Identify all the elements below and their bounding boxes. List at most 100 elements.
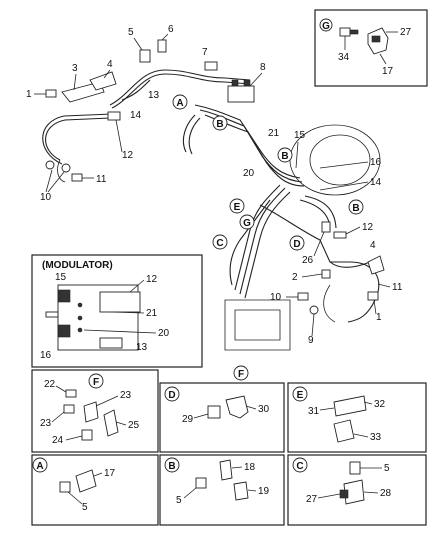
mod-callout-21: 21 — [146, 308, 158, 319]
bolt-22 — [65, 389, 77, 398]
union-5-a — [59, 481, 71, 493]
callout-24: 24 — [52, 435, 64, 446]
leader-31 — [319, 407, 335, 411]
pipe-right-3 — [259, 204, 371, 268]
callout-4: 4 — [107, 59, 113, 70]
callout-14b: 14 — [370, 177, 382, 188]
mod-leader-21 — [109, 311, 145, 314]
callout-17: 17 — [382, 66, 394, 77]
leader-23a — [95, 395, 119, 407]
leader-9a — [45, 169, 53, 193]
clip-33 — [333, 419, 355, 443]
leader-16 — [319, 161, 369, 169]
bracket-3 — [61, 81, 105, 103]
inset-d: D 29 30 — [159, 382, 285, 453]
callout-1: 1 — [26, 89, 32, 100]
callout-30: 30 — [258, 404, 270, 415]
marker-g-text: G — [243, 218, 251, 229]
bolt-34 — [339, 27, 351, 37]
marker-g — [239, 214, 255, 230]
leader-17-a — [93, 472, 103, 477]
bolt-7 — [204, 61, 218, 71]
callout-13: 14 — [130, 110, 142, 121]
leader-28 — [363, 491, 379, 494]
modulator-inset: (MODULATOR) 15 12 21 20 13 16 — [31, 254, 203, 368]
union-5 — [139, 49, 151, 63]
pipe-down-2 — [239, 187, 286, 295]
callout-28: 28 — [380, 488, 392, 499]
leader-12 — [345, 226, 361, 235]
clip-23 — [83, 401, 99, 423]
callout-2: 2 — [292, 272, 298, 283]
leader-4 — [103, 69, 111, 79]
clip-27 — [371, 35, 381, 43]
booster-inner — [309, 134, 371, 186]
main-callouts: 1 3 4 5 6 7 8 10 11 12 14 13 21 20 15 — [26, 24, 403, 346]
marker-b3 — [348, 199, 364, 215]
right-caliper — [323, 284, 336, 323]
callout-21: 21 — [268, 128, 280, 139]
junction-port-b — [243, 79, 251, 87]
left-brake-hose — [45, 117, 111, 161]
fitting-13 — [99, 337, 123, 349]
leader-1b — [373, 299, 377, 315]
inset-e-frame — [287, 382, 427, 453]
callout-5-a: 5 — [82, 502, 88, 513]
inset-f-letter: F — [93, 377, 99, 388]
engine-block-outline — [224, 299, 291, 351]
callout-3: 3 — [72, 63, 78, 74]
inset-a-frame — [31, 454, 159, 526]
left-brake-hose-2 — [42, 113, 113, 165]
inset-d-letter: D — [168, 390, 175, 401]
port-top — [57, 289, 71, 303]
callout-10: 11 — [96, 174, 107, 185]
leader-17 — [379, 53, 387, 65]
bracket-30 — [225, 395, 249, 419]
callout-4b: 4 — [370, 240, 376, 251]
callout-23a: 23 — [120, 390, 132, 401]
mod-callout-15: 15 — [55, 272, 67, 283]
leader-24 — [65, 435, 83, 441]
mod-callout-12: 12 — [146, 274, 158, 285]
callout-6: 6 — [168, 24, 174, 35]
inset-a-letter-circle — [32, 457, 48, 473]
inset-g-frame — [314, 9, 428, 87]
callout-31: 31 — [308, 406, 320, 417]
leader-30 — [245, 405, 257, 410]
bracket-17-a — [75, 469, 97, 493]
clip-24 — [81, 429, 93, 441]
leader-5-a — [67, 491, 83, 505]
callout-8: 8 — [260, 62, 266, 73]
marker-d — [289, 235, 305, 251]
leader-9b — [47, 171, 65, 193]
callout-10b: 10 — [270, 292, 282, 303]
hose-fitting-11 — [107, 111, 121, 121]
bolt-23 — [63, 404, 75, 414]
nut-9-right — [309, 305, 319, 315]
callout-9b: 9 — [308, 335, 314, 346]
inset-c-letter: C — [296, 461, 303, 472]
nut-9b — [61, 163, 71, 173]
bolt-34-thread — [349, 29, 359, 35]
pipe-down-1 — [234, 184, 281, 291]
leader-5-b — [183, 487, 197, 499]
bolt-10 — [71, 173, 83, 182]
side-fitting — [45, 311, 59, 318]
callout-5-c: 5 — [384, 463, 390, 474]
mod-callout-16: 16 — [40, 350, 52, 361]
inset-f-frame — [31, 369, 159, 453]
nut-9a — [45, 160, 55, 170]
inset-b-frame — [159, 454, 285, 526]
marker-b1-text: B — [216, 119, 223, 130]
pipe-right-2 — [304, 195, 337, 229]
pipe-top-1 — [109, 69, 251, 106]
inset-g: G 34 27 17 — [314, 9, 428, 87]
inset-e-letter: E — [297, 390, 304, 401]
callout-34: 34 — [338, 52, 350, 63]
leader-15 — [295, 141, 299, 169]
marker-b3-text: B — [352, 203, 359, 214]
union-5-b — [195, 477, 207, 489]
inset-c-frame — [287, 454, 427, 526]
bolt-1-right — [367, 291, 379, 301]
